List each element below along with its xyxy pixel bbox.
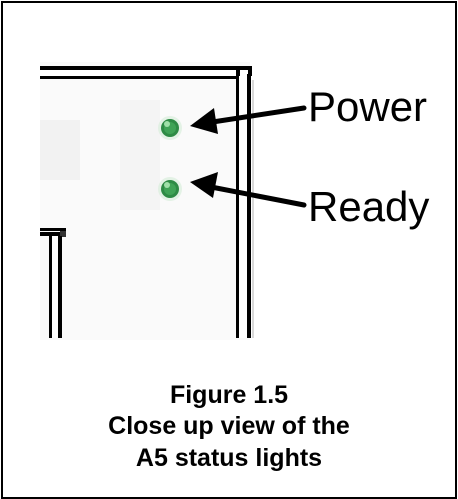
power-led-icon <box>158 116 182 140</box>
power-arrow-icon <box>190 105 307 134</box>
figure-number: Figure 1.5 <box>169 381 289 409</box>
lower-left-component <box>40 228 66 338</box>
caption-line-3: A5 status lights <box>135 444 323 472</box>
ready-label: Ready <box>308 183 430 230</box>
device-panel-outline <box>40 66 254 338</box>
power-label: Power <box>308 83 428 130</box>
ready-arrow-icon <box>190 172 307 208</box>
caption-line-2: Close up view of the <box>108 412 350 440</box>
ready-led-icon <box>158 177 182 201</box>
